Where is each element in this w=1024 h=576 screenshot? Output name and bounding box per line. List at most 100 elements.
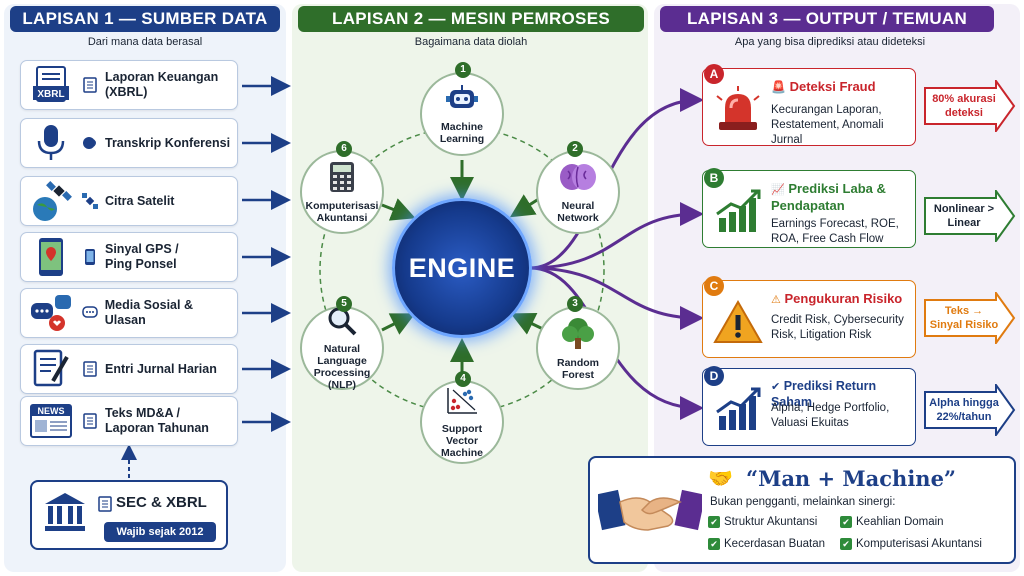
source-label: Laporan Keuangan (XBRL) bbox=[105, 70, 219, 99]
badge-a: A bbox=[704, 64, 724, 84]
xbrl-document-icon: XBRL bbox=[27, 65, 75, 105]
node-nlp: Natural Language Processing (NLP) bbox=[300, 306, 384, 391]
satellite-icon bbox=[81, 193, 99, 209]
layer2-title: LAPISAN 2 — MESIN PEMROSES bbox=[298, 6, 644, 32]
document-icon bbox=[81, 77, 99, 93]
stock-chart-icon bbox=[711, 383, 765, 437]
source-label: Entri Jurnal Harian bbox=[105, 361, 217, 376]
node-label: Machine Learning bbox=[439, 120, 485, 145]
output-desc: Earnings Forecast, ROE, ROA, Free Cash F… bbox=[771, 218, 899, 245]
chart-small-icon: 📈 bbox=[771, 184, 785, 196]
node-svm: Support Vector Machine bbox=[420, 380, 504, 464]
check-icon: ✔ bbox=[708, 538, 720, 550]
node-accounting-computerization: Komputerisasi Akuntansi bbox=[300, 150, 384, 234]
growth-chart-icon bbox=[711, 185, 765, 239]
output-title-text: Pengukuran Risiko bbox=[784, 291, 903, 306]
calculator-icon bbox=[328, 161, 356, 198]
node-label: Natural Language Processing (NLP) bbox=[313, 342, 371, 391]
output-title-text: Prediksi Return Saham bbox=[771, 379, 877, 409]
node-number-3: 3 bbox=[567, 296, 583, 312]
synergy-item-text: Kecerdasan Buatan bbox=[724, 538, 826, 550]
output-fraud-detection: 🚨 Deteksi Fraud Kecurangan Laporan, Rest… bbox=[702, 68, 916, 146]
output-risk-measurement: ⚠ Pengukuran Risiko Credit Risk, Cyberse… bbox=[702, 280, 916, 358]
bank-building-icon bbox=[42, 490, 88, 541]
output-title: 🚨 Deteksi Fraud bbox=[771, 79, 876, 95]
node-label: Random Forest bbox=[557, 356, 599, 381]
source-conference-transcript: Transkrip Konferensi bbox=[20, 118, 238, 168]
node-number-2: 2 bbox=[567, 141, 583, 157]
callout-return: Alpha hingga 22%/tahun bbox=[924, 384, 1016, 436]
output-title: ⚠ Pengukuran Risiko bbox=[771, 291, 902, 308]
man-machine-sub: Bukan pengganti, melainkan sinergi: bbox=[710, 496, 896, 508]
layer1-subtitle: Dari mana data berasal bbox=[87, 36, 203, 48]
warning-small-icon: ⚠ bbox=[771, 294, 781, 306]
man-machine-headline: “Man + Machine” bbox=[746, 466, 957, 491]
xbrl-tag: XBRL bbox=[37, 89, 64, 100]
synergy-item: ✔Struktur Akuntansi bbox=[708, 516, 817, 528]
badge-b: B bbox=[704, 168, 724, 188]
newspaper-icon: NEWS bbox=[27, 401, 75, 441]
output-desc: Kecurangan Laporan, Restatement, Anomali… bbox=[771, 104, 884, 146]
phone-icon bbox=[81, 248, 99, 266]
node-label: Komputerisasi Akuntansi bbox=[305, 199, 379, 224]
output-title: ✔ Prediksi Return Saham bbox=[771, 379, 915, 410]
siren-icon bbox=[711, 83, 765, 137]
journal-pen-icon bbox=[27, 349, 75, 389]
callout-text: Nonlinear > Linear bbox=[933, 203, 995, 229]
node-random-forest: Random Forest bbox=[536, 306, 620, 390]
phone-map-icon bbox=[27, 237, 75, 277]
source-financial-report: XBRL Laporan Keuangan (XBRL) bbox=[20, 60, 238, 110]
output-earnings-prediction: 📈 Prediksi Laba & Pendapatan Earnings Fo… bbox=[702, 170, 916, 248]
callout-text: Teks → Sinyal Risiko bbox=[929, 305, 999, 331]
layer1-title: LAPISAN 1 — SUMBER DATA bbox=[10, 6, 280, 32]
node-label: Neural Network bbox=[557, 199, 599, 224]
journal-icon bbox=[81, 361, 99, 377]
satellite-globe-icon bbox=[27, 181, 75, 221]
node-machine-learning: Machine Learning bbox=[420, 72, 504, 156]
output-desc: Alpha, Hedge Portfolio, Valuasi Ekuitas bbox=[771, 402, 890, 429]
scatter-plot-icon bbox=[445, 386, 479, 421]
speech-head-icon bbox=[81, 135, 99, 151]
sec-title: SEC & XBRL bbox=[116, 494, 207, 511]
brain-icon bbox=[558, 161, 598, 198]
sec-xbrl-box: SEC & XBRL Wajib sejak 2012 bbox=[30, 480, 228, 550]
layer3-subtitle: Apa yang bisa diprediksi atau dideteksi bbox=[734, 36, 926, 48]
text-document-icon bbox=[81, 413, 99, 429]
source-mdna-text: NEWS Teks MD&A / Laporan Tahunan bbox=[20, 396, 238, 446]
source-label: Teks MD&A / Laporan Tahunan bbox=[105, 406, 209, 435]
badge-c: C bbox=[704, 276, 724, 296]
source-label: Media Sosial & Ulasan bbox=[104, 298, 193, 327]
alarm-small-icon: 🚨 bbox=[771, 80, 786, 94]
source-label: Citra Satelit bbox=[105, 193, 175, 208]
engine-label: ENGINE bbox=[408, 252, 516, 283]
handshake-small-icon: 🤝 bbox=[708, 468, 733, 490]
warning-icon bbox=[711, 295, 765, 349]
chat-bubble-icon bbox=[81, 306, 99, 320]
check-chart-small-icon: ✔ bbox=[771, 381, 781, 393]
node-number-6: 6 bbox=[336, 141, 352, 157]
callout-risk: Teks → Sinyal Risiko bbox=[924, 292, 1016, 344]
document-small-icon bbox=[98, 496, 112, 517]
sec-note: Wajib sejak 2012 bbox=[104, 522, 216, 542]
robot-icon bbox=[444, 84, 480, 119]
tree-icon bbox=[560, 316, 596, 355]
news-tag: NEWS bbox=[38, 406, 65, 416]
output-desc: Credit Risk, Cybersecurity Risk, Litigat… bbox=[771, 314, 904, 341]
microphone-icon bbox=[27, 123, 75, 163]
node-neural-network: Neural Network bbox=[536, 150, 620, 234]
source-satellite-imagery: Citra Satelit bbox=[20, 176, 238, 226]
man-machine-box: 🤝 “Man + Machine” Bukan pengganti, melai… bbox=[588, 456, 1016, 564]
node-number-5: 5 bbox=[336, 296, 352, 312]
check-icon: ✔ bbox=[840, 516, 852, 528]
callout-fraud: 80% akurasi deteksi bbox=[924, 80, 1016, 132]
callout-text: 80% akurasi deteksi bbox=[932, 93, 996, 119]
output-title-text: Prediksi Laba & Pendapatan bbox=[771, 181, 886, 213]
synergy-item: ✔Keahlian Domain bbox=[840, 516, 944, 528]
synergy-item-text: Komputerisasi Akuntansi bbox=[856, 538, 982, 550]
callout-earnings: Nonlinear > Linear bbox=[924, 190, 1016, 242]
social-bubbles-icon bbox=[27, 293, 75, 333]
output-title: 📈 Prediksi Laba & Pendapatan bbox=[771, 181, 911, 213]
output-stock-return: ✔ Prediksi Return Saham Alpha, Hedge Por… bbox=[702, 368, 916, 446]
synergy-item: ✔Komputerisasi Akuntansi bbox=[840, 538, 982, 550]
node-number-1: 1 bbox=[455, 62, 471, 78]
